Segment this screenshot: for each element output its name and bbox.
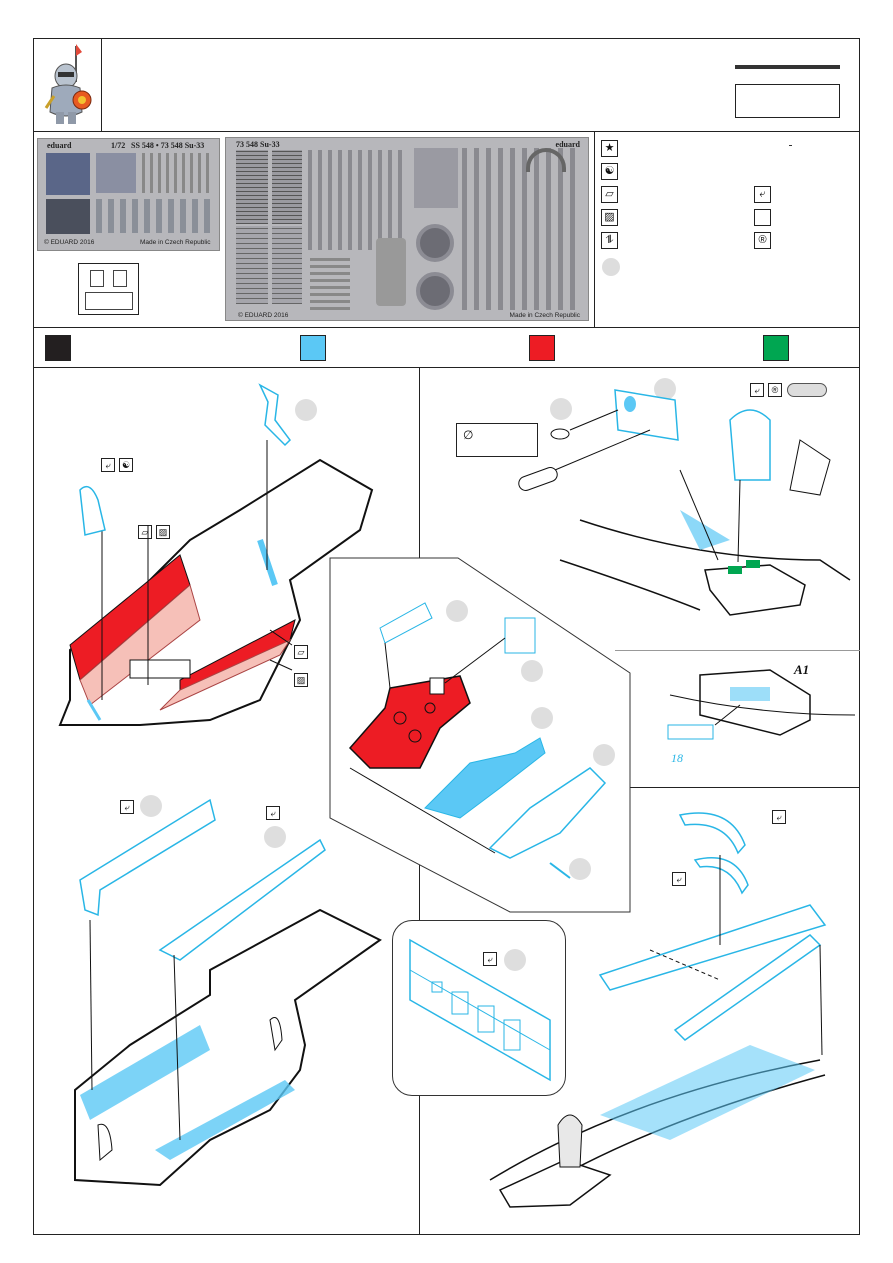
bend-paper-icon: ▱ [294, 645, 308, 659]
big-fret-sheet: 73 548 Su-33 eduard © EDUARD 2016 Made i… [225, 137, 589, 321]
remove-icon: ® [754, 232, 771, 249]
sheet-row-rule [33, 327, 860, 328]
bend-icon: ⤶ [120, 800, 134, 814]
swatch-row-rule [33, 367, 860, 368]
small-fret-made: Made in Czech Republic [140, 239, 211, 246]
step-dot-6 [531, 707, 553, 729]
bend-icon: ⤶ [266, 806, 280, 820]
small-parts-row [96, 199, 212, 233]
frame-part [376, 238, 406, 306]
grille-part-3 [236, 226, 268, 304]
yinyang-icon: ☯ [119, 458, 133, 472]
wheel-part-2 [416, 272, 454, 310]
side-panel-drawing [409, 938, 551, 1082]
seat-part [46, 199, 90, 234]
step-dot-7 [593, 744, 615, 766]
legend-divider [594, 131, 595, 327]
diameter-box: ∅ [456, 423, 538, 457]
bend-paper-icon: ▱ [601, 186, 618, 203]
bend-icon: ⤶ [483, 952, 497, 966]
step-dot-4 [446, 600, 468, 622]
big-fret-made: Made in Czech Republic [509, 312, 580, 319]
right-divider [419, 787, 860, 788]
hatched-panel-icon: ▨ [294, 673, 308, 687]
black-swatch [45, 335, 71, 361]
callout-part-number: 18 [671, 751, 683, 765]
grille-part-2 [272, 150, 302, 224]
step-marker-dot [602, 258, 620, 276]
panel-part [414, 148, 458, 208]
step-dot-8 [569, 858, 591, 880]
title-box [735, 84, 840, 118]
small-fret-brand: eduard [47, 141, 72, 150]
blank-box-icon [754, 209, 771, 226]
strip-parts [308, 150, 408, 250]
acetate-part-left [90, 270, 104, 287]
knight-mascot-icon [44, 44, 92, 124]
arch-part [526, 148, 566, 172]
bend-icon: ⤶ [750, 383, 764, 397]
step-dot-1 [295, 399, 317, 421]
remove-icon: ® [768, 383, 782, 397]
rail-parts [462, 148, 582, 310]
legend-dash [789, 145, 792, 146]
bend-icon: ⤶ [101, 458, 115, 472]
drill-icon: ⥮ [601, 232, 618, 249]
callout-label: A1 [794, 662, 810, 677]
instrument-panel-callout-frame [329, 557, 631, 913]
grille-part-1 [236, 150, 268, 224]
canopy-deck-drawing [489, 812, 827, 1208]
console-parts [96, 153, 136, 193]
step-dot-5 [521, 660, 543, 682]
acetate-part-strip [85, 292, 133, 310]
bend-icon: ⤶ [672, 872, 686, 886]
nose-cockpit-drawing [518, 389, 851, 616]
blue-swatch [300, 335, 326, 361]
small-fret-scale: 1/72 [111, 141, 126, 150]
step-dot-3 [550, 398, 572, 420]
step-dot-11 [504, 949, 526, 971]
big-fret-title: 73 548 Su-33 [236, 140, 280, 149]
wheel-part-1 [416, 224, 454, 262]
step-dot-2 [654, 378, 676, 400]
acetate-part-right [113, 270, 127, 287]
page-frame [33, 38, 860, 1235]
grille-part-4 [272, 226, 302, 304]
step-dot-10 [264, 826, 286, 848]
detail-callout-rule [615, 650, 860, 651]
ladder-part [310, 258, 350, 310]
hatched-panel-icon: ▨ [156, 525, 170, 539]
yinyang-icon: ☯ [601, 163, 618, 180]
big-fret-copyright: © EDUARD 2016 [238, 312, 289, 319]
diameter-symbol: ∅ [463, 428, 474, 442]
instrument-panel-part [46, 153, 90, 195]
logo-divider [101, 38, 102, 131]
switch-parts [142, 153, 212, 193]
small-fret-copyright: © EDUARD 2016 [44, 239, 95, 246]
big-fret-brand: eduard [555, 140, 580, 149]
small-fret-title: SS 548 • 73 548 Su-33 [131, 141, 205, 150]
cockpit-tub-drawing-1 [58, 383, 374, 726]
cockpit-tub-drawing-2 [74, 798, 382, 1187]
title-bar [735, 65, 840, 69]
detail-callout-drawing [667, 669, 856, 740]
optional-part-pill [787, 383, 827, 397]
hatched-panel-icon: ▨ [601, 209, 618, 226]
bend-icon: ⤶ [772, 810, 786, 824]
step-dot-9 [140, 795, 162, 817]
header-rule [33, 131, 860, 132]
small-fret-sheet: eduard 1/72 SS 548 • 73 548 Su-33 © EDUA… [37, 138, 220, 251]
acetate-film [78, 263, 139, 315]
red-swatch [529, 335, 555, 361]
bend-icon: ⤶ [754, 186, 771, 203]
green-swatch [763, 335, 789, 361]
star-icon: ★ [601, 140, 618, 157]
